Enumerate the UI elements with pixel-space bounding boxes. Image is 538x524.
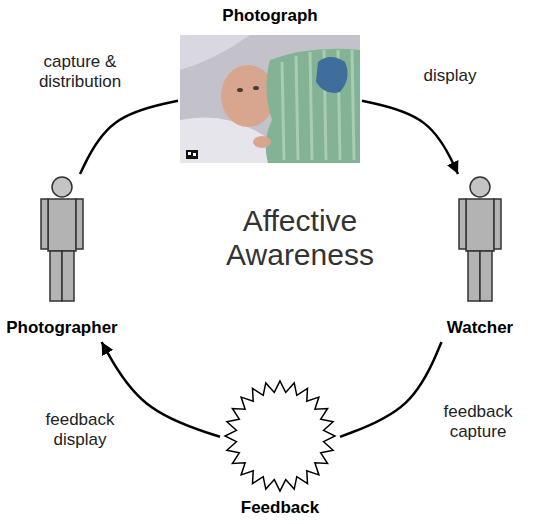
node-label: Photographer bbox=[6, 318, 117, 338]
person-node: Photographer bbox=[2, 174, 122, 342]
node-label: Photograph bbox=[222, 6, 317, 26]
person-figure bbox=[41, 177, 83, 301]
figure-leg bbox=[50, 251, 62, 301]
onesie-stripes bbox=[282, 50, 354, 160]
edge-label: feedback display bbox=[30, 410, 130, 450]
person-node: Watcher bbox=[425, 174, 535, 342]
figure-leg bbox=[480, 251, 492, 301]
photo-sheet bbox=[180, 35, 250, 70]
person-figure bbox=[459, 177, 501, 301]
baby-photo bbox=[180, 35, 360, 163]
figure-head bbox=[52, 177, 72, 197]
baby-eye bbox=[253, 86, 259, 90]
figure-head bbox=[470, 177, 490, 197]
figure-torso bbox=[466, 199, 494, 251]
figure-arm bbox=[494, 199, 501, 249]
figure-leg bbox=[468, 251, 480, 301]
baby-eye bbox=[237, 88, 243, 92]
starburst-shape bbox=[225, 381, 335, 491]
photo-background bbox=[180, 35, 360, 163]
edge-label: feedback capture bbox=[428, 402, 528, 442]
figure-arm bbox=[41, 199, 48, 249]
feedback-node: Feedback bbox=[220, 380, 340, 522]
node-label: Watcher bbox=[447, 318, 513, 338]
edge-label: display bbox=[410, 66, 490, 86]
flow-arc bbox=[340, 342, 442, 437]
flow-arc bbox=[362, 101, 458, 174]
figure-leg bbox=[62, 251, 74, 301]
photo-icon bbox=[186, 150, 198, 159]
figure-torso bbox=[48, 199, 76, 251]
node-label: Feedback bbox=[241, 498, 319, 518]
photo-node: Photograph bbox=[178, 6, 362, 164]
figure-arm bbox=[459, 199, 466, 249]
flow-arc bbox=[102, 342, 220, 437]
baby-onesie bbox=[266, 49, 360, 163]
edge-label: capture & distribution bbox=[24, 52, 136, 92]
baby-hand bbox=[253, 136, 271, 148]
center-title: Affective Awareness bbox=[200, 204, 400, 272]
photo-icon bbox=[193, 153, 196, 156]
onesie-pattern bbox=[316, 57, 348, 93]
figure-arm bbox=[76, 199, 83, 249]
flow-arc bbox=[80, 101, 178, 174]
photo-icon bbox=[188, 152, 191, 155]
